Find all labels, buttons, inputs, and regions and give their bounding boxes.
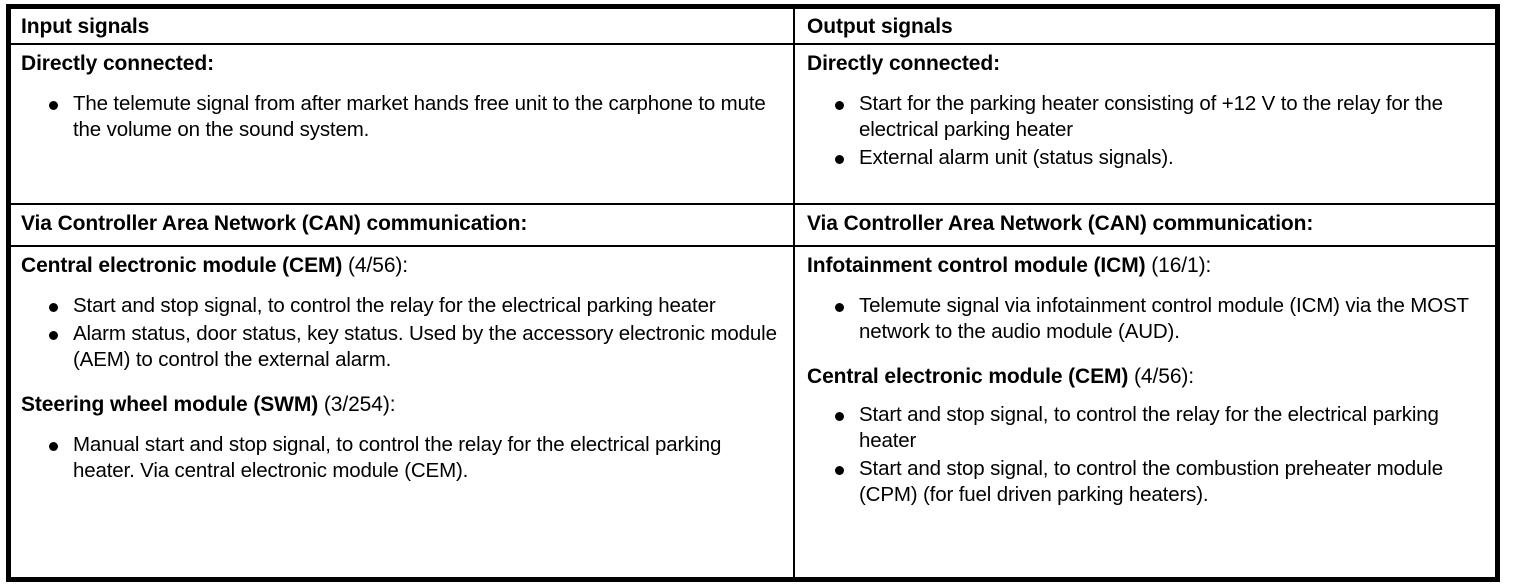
bullet-list-input-direct: The telemute signal from after market ha… (21, 91, 783, 143)
module-heading-cem-output: Central electronic module (CEM) (4/56): (807, 363, 1485, 390)
module-heading-cem-input: Central electronic module (CEM) (4/56): (21, 252, 783, 279)
module-reference: (16/1): (1145, 254, 1212, 277)
subheading-can-communication-output: Via Controller Area Network (CAN) commun… (807, 212, 1314, 235)
bullet-list-output-direct: Start for the parking heater consisting … (807, 91, 1485, 171)
cell-output-can-header: Via Controller Area Network (CAN) commun… (795, 205, 1495, 245)
signals-table: Input signals Output signals Directly co… (6, 4, 1500, 582)
table-header-row: Input signals Output signals (11, 9, 1495, 45)
header-cell-output: Output signals (795, 9, 1495, 43)
module-reference: (4/56): (1128, 365, 1195, 388)
bullet-list-cem-input: Start and stop signal, to control the re… (21, 293, 783, 373)
table-row-can-body: Central electronic module (CEM) (4/56): … (11, 247, 1495, 577)
list-item: Start for the parking heater consisting … (807, 91, 1485, 143)
cell-input-directly-connected: Directly connected: The telemute signal … (11, 45, 795, 203)
module-heading-icm-output: Infotainment control module (ICM) (16/1)… (807, 252, 1485, 279)
module-reference: (3/254): (318, 393, 396, 416)
list-item: The telemute signal from after market ha… (21, 91, 783, 143)
list-item: Manual start and stop signal, to control… (21, 432, 783, 484)
cell-output-directly-connected: Directly connected: Start for the parkin… (795, 45, 1495, 203)
bullet-list-icm-output: Telemute signal via infotainment control… (807, 293, 1485, 345)
subheading-directly-connected-output: Directly connected: (807, 52, 1000, 75)
table-row-can-header: Via Controller Area Network (CAN) commun… (11, 205, 1495, 247)
list-item: Start and stop signal, to control the re… (21, 293, 783, 319)
module-group-cem-output: Central electronic module (CEM) (4/56): … (807, 363, 1485, 508)
list-item: Telemute signal via infotainment control… (807, 293, 1485, 345)
cell-input-can-body: Central electronic module (CEM) (4/56): … (11, 247, 795, 577)
module-name: Infotainment control module (ICM) (807, 254, 1146, 277)
module-name: Central electronic module (CEM) (807, 365, 1129, 388)
module-group-icm-output: Infotainment control module (ICM) (16/1)… (807, 252, 1485, 345)
module-heading-swm-input: Steering wheel module (SWM) (3/254): (21, 391, 783, 418)
module-name: Central electronic module (CEM) (21, 254, 343, 277)
list-item: Alarm status, door status, key status. U… (21, 321, 783, 373)
list-item: Start and stop signal, to control the re… (807, 402, 1485, 454)
table-row-directly-connected: Directly connected: The telemute signal … (11, 45, 1495, 205)
module-group-swm-input: Steering wheel module (SWM) (3/254): Man… (21, 391, 783, 484)
column-header-input-signals: Input signals (21, 15, 150, 38)
subheading-can-communication-input: Via Controller Area Network (CAN) commun… (21, 212, 528, 235)
cell-input-can-header: Via Controller Area Network (CAN) commun… (11, 205, 795, 245)
cell-output-can-body: Infotainment control module (ICM) (16/1)… (795, 247, 1495, 577)
bullet-list-swm-input: Manual start and stop signal, to control… (21, 432, 783, 484)
subheading-directly-connected-input: Directly connected: (21, 52, 214, 75)
module-reference: (4/56): (342, 254, 409, 277)
column-header-output-signals: Output signals (807, 15, 953, 38)
module-group-cem-input: Central electronic module (CEM) (4/56): … (21, 252, 783, 373)
header-cell-input: Input signals (11, 9, 795, 43)
module-name: Steering wheel module (SWM) (21, 393, 319, 416)
bullet-list-cem-output: Start and stop signal, to control the re… (807, 402, 1485, 508)
list-item: External alarm unit (status signals). (807, 145, 1485, 171)
list-item: Start and stop signal, to control the co… (807, 456, 1485, 508)
